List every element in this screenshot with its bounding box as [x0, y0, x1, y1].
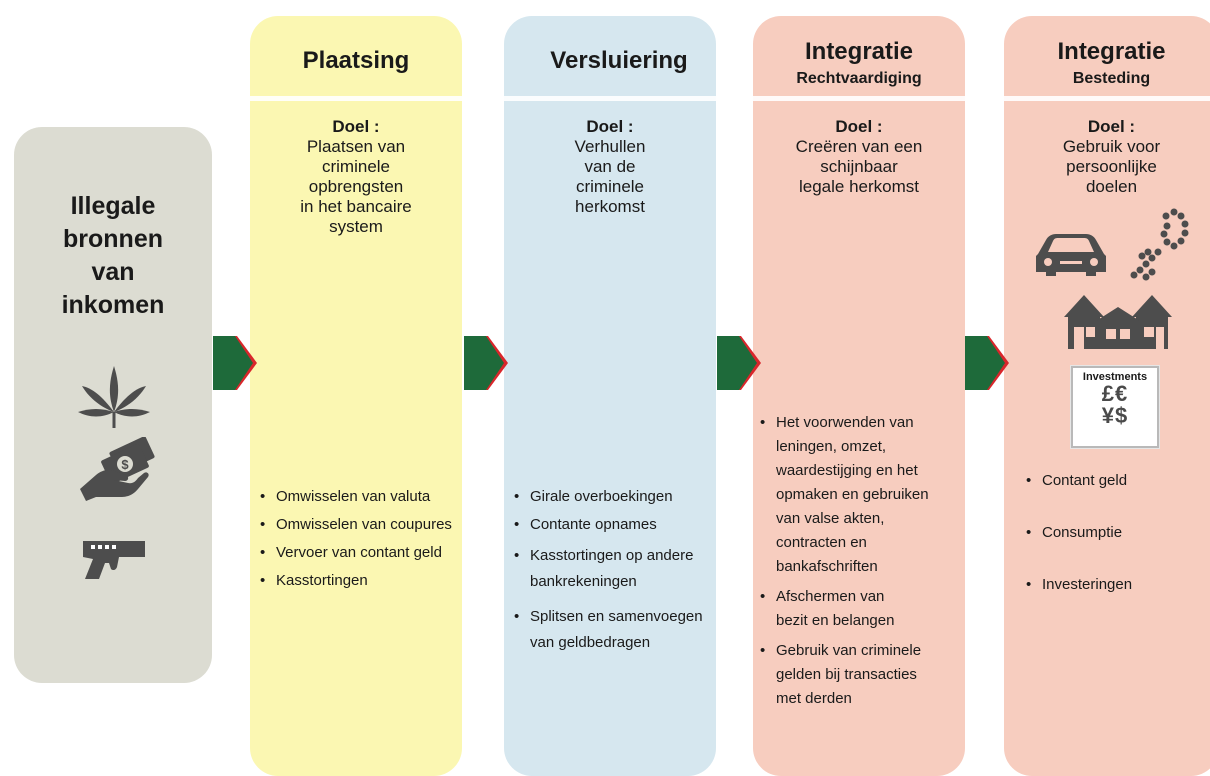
bullet-item: Consumptie	[1024, 523, 1210, 543]
goal-text: Verhullen van de criminele herkomst	[574, 137, 646, 216]
bullet-item: Het voorwenden van leningen, omzet, waar…	[758, 411, 963, 579]
bullet-item: Girale overboekingen	[512, 487, 717, 506]
flow-arrow-icon	[464, 336, 508, 390]
stage-bullets: Het voorwenden van leningen, omzet, waar…	[758, 411, 963, 711]
goal-text: Creëren van een schijnbaar legale herkom…	[795, 137, 923, 196]
flow-arrow-icon	[213, 336, 257, 390]
stage-bullets: Contant geld Consumptie Investeringen	[1024, 471, 1210, 595]
bullet-item: Vervoer van contant geld	[258, 543, 463, 562]
flow-arrow-icon	[965, 336, 1009, 390]
stage-goal: Doel : Creëren van een schijnbaar legale…	[753, 117, 965, 197]
bullet-item: Splitsen en samenvoegen van geldbedragen	[512, 604, 717, 656]
cannabis-leaf-icon	[78, 366, 150, 428]
investments-label: Investments	[1082, 371, 1148, 383]
stage-bullets: Omwisselen van valuta Omwisselen van cou…	[258, 487, 463, 590]
goal-text: Plaatsen van criminele opbrengsten in he…	[300, 137, 412, 236]
bullet-item: Kasstortingen op andere bankrekeningen	[512, 543, 717, 595]
stage-goal: Doel : Plaatsen van criminele opbrengste…	[250, 117, 462, 237]
bullet-item: Contante opnames	[512, 515, 717, 534]
goal-text: Gebruik voor persoonlijke doelen	[1062, 137, 1161, 196]
hand-with-money-icon: $	[80, 437, 155, 501]
goal-label: Doel :	[1087, 117, 1136, 136]
stage-bullets: Girale overboekingen Contante opnames Ka…	[512, 487, 717, 656]
bullet-item: Gebruik van criminele gelden bij transac…	[758, 639, 963, 711]
bullet-item: Afschermen van bezit en belangen	[758, 585, 963, 633]
source-title: Illegale bronnen van inkomen	[14, 190, 212, 322]
source-title-line: van	[91, 258, 135, 286]
header-divider	[250, 96, 1210, 101]
house-icon	[1064, 295, 1172, 349]
investments-icon: Investments £€ ¥$	[1071, 366, 1159, 448]
stage-title: Versluiering	[550, 47, 688, 74]
flow-arrow-icon	[717, 336, 761, 390]
bullet-item: Contant geld	[1024, 471, 1210, 491]
investments-currencies: ¥$	[1101, 403, 1129, 428]
source-title-line: bronnen	[63, 225, 163, 253]
source-title-line: Illegale	[70, 192, 156, 220]
handgun-icon	[83, 541, 145, 579]
stage-title: Plaatsing	[302, 47, 410, 74]
stage-title: Integratie	[1057, 38, 1166, 65]
stage-card-placement	[250, 16, 462, 776]
necklace-icon	[1130, 208, 1189, 281]
stage-subtitle: Besteding	[1072, 70, 1151, 87]
goal-label: Doel :	[586, 117, 634, 136]
bullet-item: Omwisselen van valuta	[258, 487, 463, 506]
stage-goal: Doel : Gebruik voor persoonlijke doelen	[1004, 117, 1210, 197]
svg-text:$: $	[121, 457, 129, 472]
investments-currencies: £€	[1101, 381, 1129, 406]
car-icon	[1036, 234, 1106, 276]
source-title-line: inkomen	[61, 291, 165, 319]
stage-goal: Doel : Verhullen van de criminele herkom…	[504, 117, 716, 217]
bullet-item: Kasstortingen	[258, 571, 463, 590]
stage-title: Integratie	[804, 38, 914, 65]
bullet-item: Omwisselen van coupures	[258, 515, 463, 534]
goal-label: Doel :	[332, 117, 380, 136]
stage-subtitle: Rechtvaardiging	[796, 70, 922, 87]
bullet-item: Investeringen	[1024, 575, 1210, 595]
goal-label: Doel :	[835, 117, 883, 136]
